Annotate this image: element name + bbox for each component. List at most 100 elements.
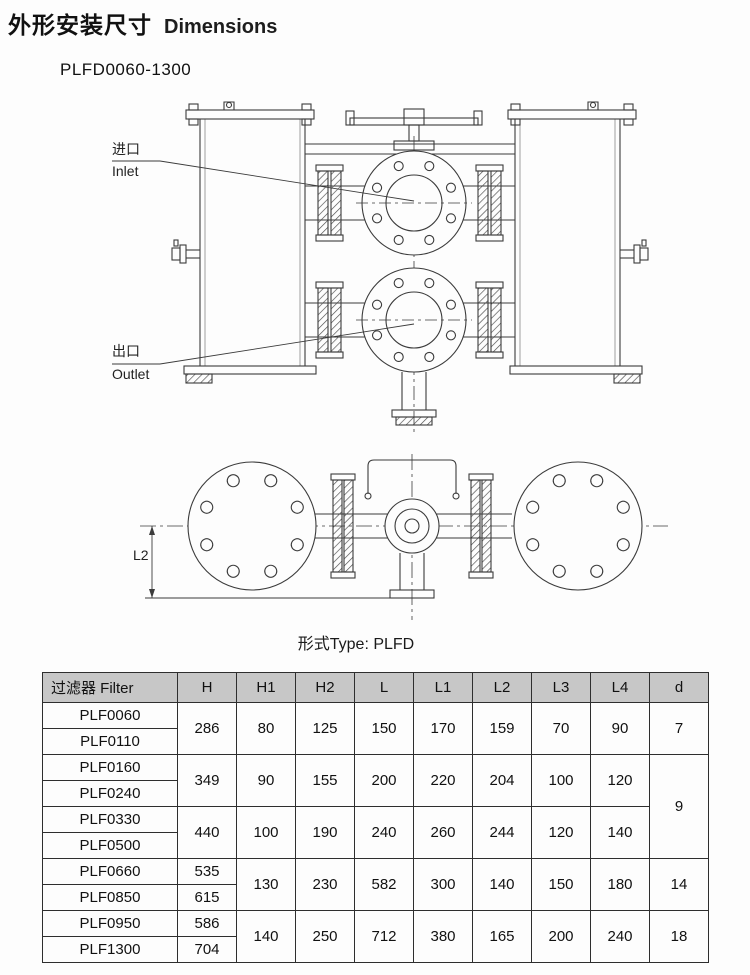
page-title-en: Dimensions	[164, 16, 278, 38]
page-title: 外形安装尺寸 Dimensions	[8, 6, 277, 40]
value-cell: 250	[295, 910, 355, 963]
col-header-l2: L2	[472, 672, 532, 703]
value-cell: 704	[177, 936, 237, 963]
table-row: PLF0330 440 100 190 240 260 244 120 140	[42, 806, 709, 859]
table-row: PLF0160 349 90 155 200 220 204 100 120 9	[42, 754, 709, 859]
col-header-d: d	[649, 672, 709, 703]
value-cell: 230	[295, 858, 355, 911]
inlet-label-zh: 进口	[112, 141, 140, 157]
value-cell: 18	[649, 910, 709, 963]
col-header-l: L	[354, 672, 414, 703]
value-cell: 349	[177, 754, 237, 807]
l2-dimension-label: L2	[133, 547, 149, 563]
model-cell: PLF0500	[42, 832, 178, 859]
left-housing	[199, 119, 306, 366]
value-cell: 140	[236, 910, 296, 963]
value-cell: 90	[236, 754, 296, 807]
value-cell: 440	[177, 806, 237, 859]
front-view-drawing	[112, 101, 649, 432]
value-cell: 240	[590, 910, 650, 963]
model-range: PLFD0060-1300	[60, 60, 192, 79]
right-cover-circle	[513, 461, 643, 591]
value-cell: 100	[531, 754, 591, 807]
value-cell: 300	[413, 858, 473, 911]
value-cell: 170	[413, 702, 473, 755]
value-cell: 712	[354, 910, 414, 963]
table-header-row: 过滤器 Filter H H1 H2 L L1 L2 L3 L4 d	[42, 672, 709, 703]
value-cell: 165	[472, 910, 532, 963]
model-cell: PLF0950	[42, 910, 178, 937]
value-cell: 286	[177, 702, 237, 755]
value-cell: 535	[177, 858, 237, 885]
value-cell: 200	[531, 910, 591, 963]
top-view-geometry	[140, 454, 668, 620]
center-valve-circle	[384, 498, 440, 554]
value-cell: 155	[295, 754, 355, 807]
leader-lines	[112, 160, 415, 365]
table-row: PLF0660 535 130 230 582 300 140 150 180 …	[42, 858, 709, 911]
left-cover-circle	[187, 461, 317, 591]
value-cell: 140	[472, 858, 532, 911]
inlet-label-en: Inlet	[112, 163, 139, 179]
value-cell: 190	[295, 806, 355, 859]
model-cell: PLF0850	[42, 884, 178, 911]
value-cell: 380	[413, 910, 473, 963]
model-cell: PLF0110	[42, 728, 178, 755]
model-cell: PLF0660	[42, 858, 178, 885]
table-row: PLF0060 286 80 125 150 170 159 70 90 7	[42, 702, 709, 755]
value-cell: 70	[531, 702, 591, 755]
left-top-flange	[185, 101, 315, 126]
dimensions-table: 过滤器 Filter H H1 H2 L L1 L2 L3 L4 d PLF00…	[42, 672, 709, 963]
col-header-l1: L1	[413, 672, 473, 703]
page-title-zh: 外形安装尺寸	[8, 12, 152, 38]
front-view-geometry	[112, 101, 649, 432]
table-row: PLF0850 615	[42, 884, 709, 911]
model-cell: PLF0240	[42, 780, 178, 807]
col-header-l3: L3	[531, 672, 591, 703]
left-drain-fitting	[171, 239, 200, 264]
value-cell: 100	[236, 806, 296, 859]
top-view-drawing	[140, 454, 668, 620]
pipe-flange-pairs	[315, 164, 504, 359]
right-drain-fitting	[620, 239, 649, 264]
model-cell: PLF0330	[42, 806, 178, 833]
col-header-h2: H2	[295, 672, 355, 703]
table-row: PLF1300 704	[42, 936, 709, 963]
l2-dimension	[145, 526, 390, 599]
value-cell: 150	[531, 858, 591, 911]
value-cell: 220	[413, 754, 473, 807]
model-cell: PLF0160	[42, 754, 178, 781]
col-header-filter: 过滤器 Filter	[42, 672, 178, 703]
value-cell: 90	[590, 702, 650, 755]
col-header-h1: H1	[236, 672, 296, 703]
value-cell: 586	[177, 910, 237, 937]
right-housing	[514, 119, 621, 366]
col-header-l4: L4	[590, 672, 650, 703]
outlet-flange-circle	[356, 267, 472, 373]
value-cell: 582	[354, 858, 414, 911]
value-cell: 120	[531, 806, 591, 859]
inlet-flange-circle	[356, 150, 472, 256]
bottom-outlet-stub	[389, 553, 435, 599]
base-plates	[183, 365, 643, 384]
value-cell: 200	[354, 754, 414, 807]
outlet-label-en: Outlet	[112, 366, 150, 382]
value-cell: 180	[590, 858, 650, 911]
outlet-label-zh: 出口	[112, 343, 140, 359]
value-cell: 204	[472, 754, 532, 807]
value-cell: 615	[177, 884, 237, 911]
table-row: PLF0950 586 140 250 712 380 165 200 240 …	[42, 910, 709, 963]
changeover-handle	[345, 108, 483, 151]
value-cell: 260	[413, 806, 473, 859]
value-cell: 7	[649, 702, 709, 755]
value-cell: 140	[590, 806, 650, 859]
value-cell: 130	[236, 858, 296, 911]
value-cell: 159	[472, 702, 532, 755]
flange-stacks	[330, 473, 494, 579]
model-cell: PLF1300	[42, 936, 178, 963]
value-cell: 150	[354, 702, 414, 755]
handle-bracket	[364, 459, 460, 500]
value-cell: 120	[590, 754, 650, 807]
value-cell: 9	[649, 754, 709, 859]
